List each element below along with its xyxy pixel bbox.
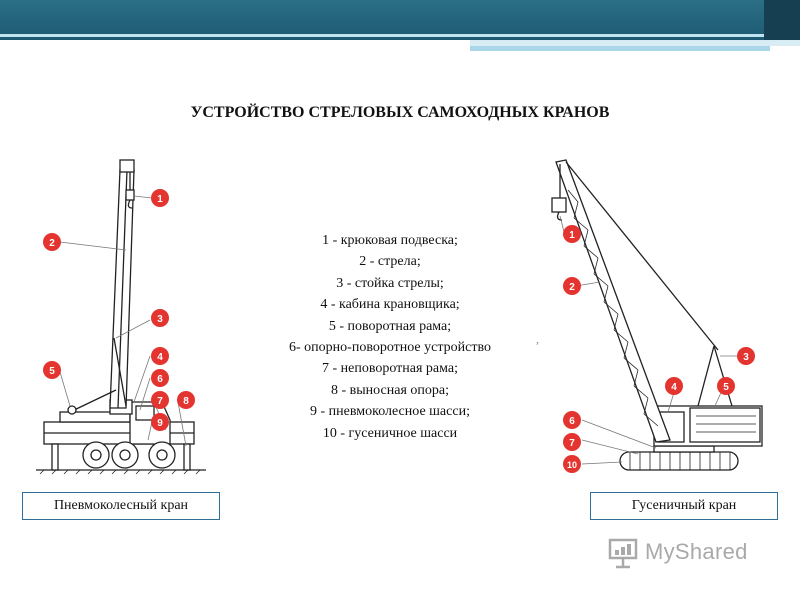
marker-label: 5 [723,382,729,393]
marker-label: 1 [157,194,163,205]
marker-label: 6 [157,374,163,385]
legend-item-2: 2 - стрела; [359,254,421,270]
legend-item-8: 8 - выносная опора; [331,382,449,398]
legend-item-1: 1 - крюковая подвеска; [322,233,458,248]
marker-badge: 4 [151,347,169,365]
wheeled-crane-caption: Пневмоколесный кран [22,492,220,520]
marker-label: 4 [671,382,677,393]
marker-badge: 7 [563,433,581,451]
header-highlight [0,34,780,37]
marker-label: 7 [569,438,575,449]
legend-item-3: 3 - стойка стрелы; [336,275,444,291]
marker-label: 3 [157,314,163,325]
legend-item-4: 4 - кабина крановщика; [320,297,460,313]
marker-label: 5 [49,366,55,377]
crawler-crane-illustration [551,159,763,471]
marker-badge: 3 [737,347,755,365]
marker-badge: 2 [563,277,581,295]
marker-label: 3 [743,352,749,363]
marker-label: 2 [49,238,55,249]
marker-label: 10 [567,460,577,470]
myshared-logo: MyShared [607,536,767,570]
page-title: УСТРОЙСТВО СТРЕЛОВЫХ САМОХОДНЫХ КРАНОВ [190,104,610,121]
marker-badge: 8 [177,391,195,409]
logo-text: MyShared [645,539,748,564]
marker-label: 8 [183,396,189,407]
marker-label: 6 [569,416,575,427]
legend-item-10: 10 - гусеничное шасси [322,425,458,441]
marker-badge: 5 [717,377,735,395]
marker-badge: 9 [151,413,169,431]
marker-badge: 4 [665,377,683,395]
header-bar [0,0,800,40]
marker-label: 1 [569,230,575,241]
marker-badge: 1 [151,189,169,207]
legend: 1 - крюковая подвеска; 2 - стрела; 3 - с… [250,230,530,444]
header-stripe [470,46,770,51]
marker-badge: 2 [43,233,61,251]
marker-badge: 7 [151,391,169,409]
marker-badge: 10 [563,455,581,473]
marker-badge: 5 [43,361,61,379]
crawler-crane-caption: Гусеничный кран [590,492,778,520]
crawler-crane-markers: 1 2 3 4 5 6 7 10 [563,225,755,473]
marker-label: 2 [569,282,575,293]
legend-item-5: 5 - поворотная рама; [328,318,452,334]
header-corner [764,0,800,40]
marker-label: 7 [157,396,163,407]
presentation-icon [608,538,638,569]
wheeled-crane-markers: 1 2 3 4 5 6 7 8 9 [43,189,195,431]
header-stripe [470,40,800,46]
marker-badge: 1 [563,225,581,243]
stray-mark: , [536,332,539,346]
legend-item-7: 7 - неповоротная рама; [321,361,459,377]
legend-item-9: 9 - пневмоколесное шасси; [310,404,470,420]
marker-badge: 3 [151,309,169,327]
marker-label: 9 [157,418,163,429]
marker-label: 4 [157,352,163,363]
marker-badge: 6 [151,369,169,387]
legend-item-6: 6- опорно-поворотное устройство [289,340,491,356]
marker-badge: 6 [563,411,581,429]
